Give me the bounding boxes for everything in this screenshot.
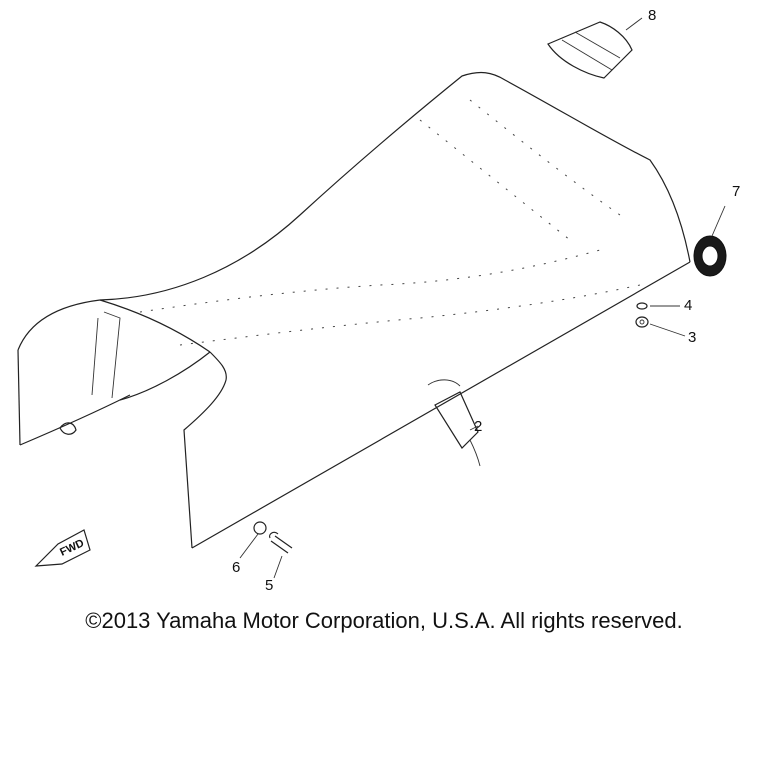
callout-4: 4 <box>684 297 692 314</box>
callout-2: 2 <box>474 418 482 435</box>
part-6-washer <box>253 521 267 535</box>
callout-6: 6 <box>232 559 240 576</box>
callout-8: 8 <box>648 7 656 24</box>
leader-lines <box>239 17 726 579</box>
forward-arrow-icon: FWD <box>34 529 91 567</box>
part-5-bolt <box>269 531 293 554</box>
seat-parts-diagram: FWD 2 3 4 5 6 7 8 <box>17 7 740 594</box>
part-7-round-emblem <box>693 235 727 277</box>
part-4-washer <box>636 302 648 310</box>
svg-text:FWD: FWD <box>58 537 86 558</box>
seat-assembly <box>17 71 691 549</box>
callout-3: 3 <box>688 329 696 346</box>
callout-5: 5 <box>265 577 273 594</box>
callout-7: 7 <box>732 183 740 200</box>
part-8-emblem <box>547 21 633 79</box>
copyright-notice: ©2013 Yamaha Motor Corporation, U.S.A. A… <box>85 608 683 633</box>
part-3-nut <box>635 316 649 328</box>
part-2-strap <box>434 391 481 467</box>
